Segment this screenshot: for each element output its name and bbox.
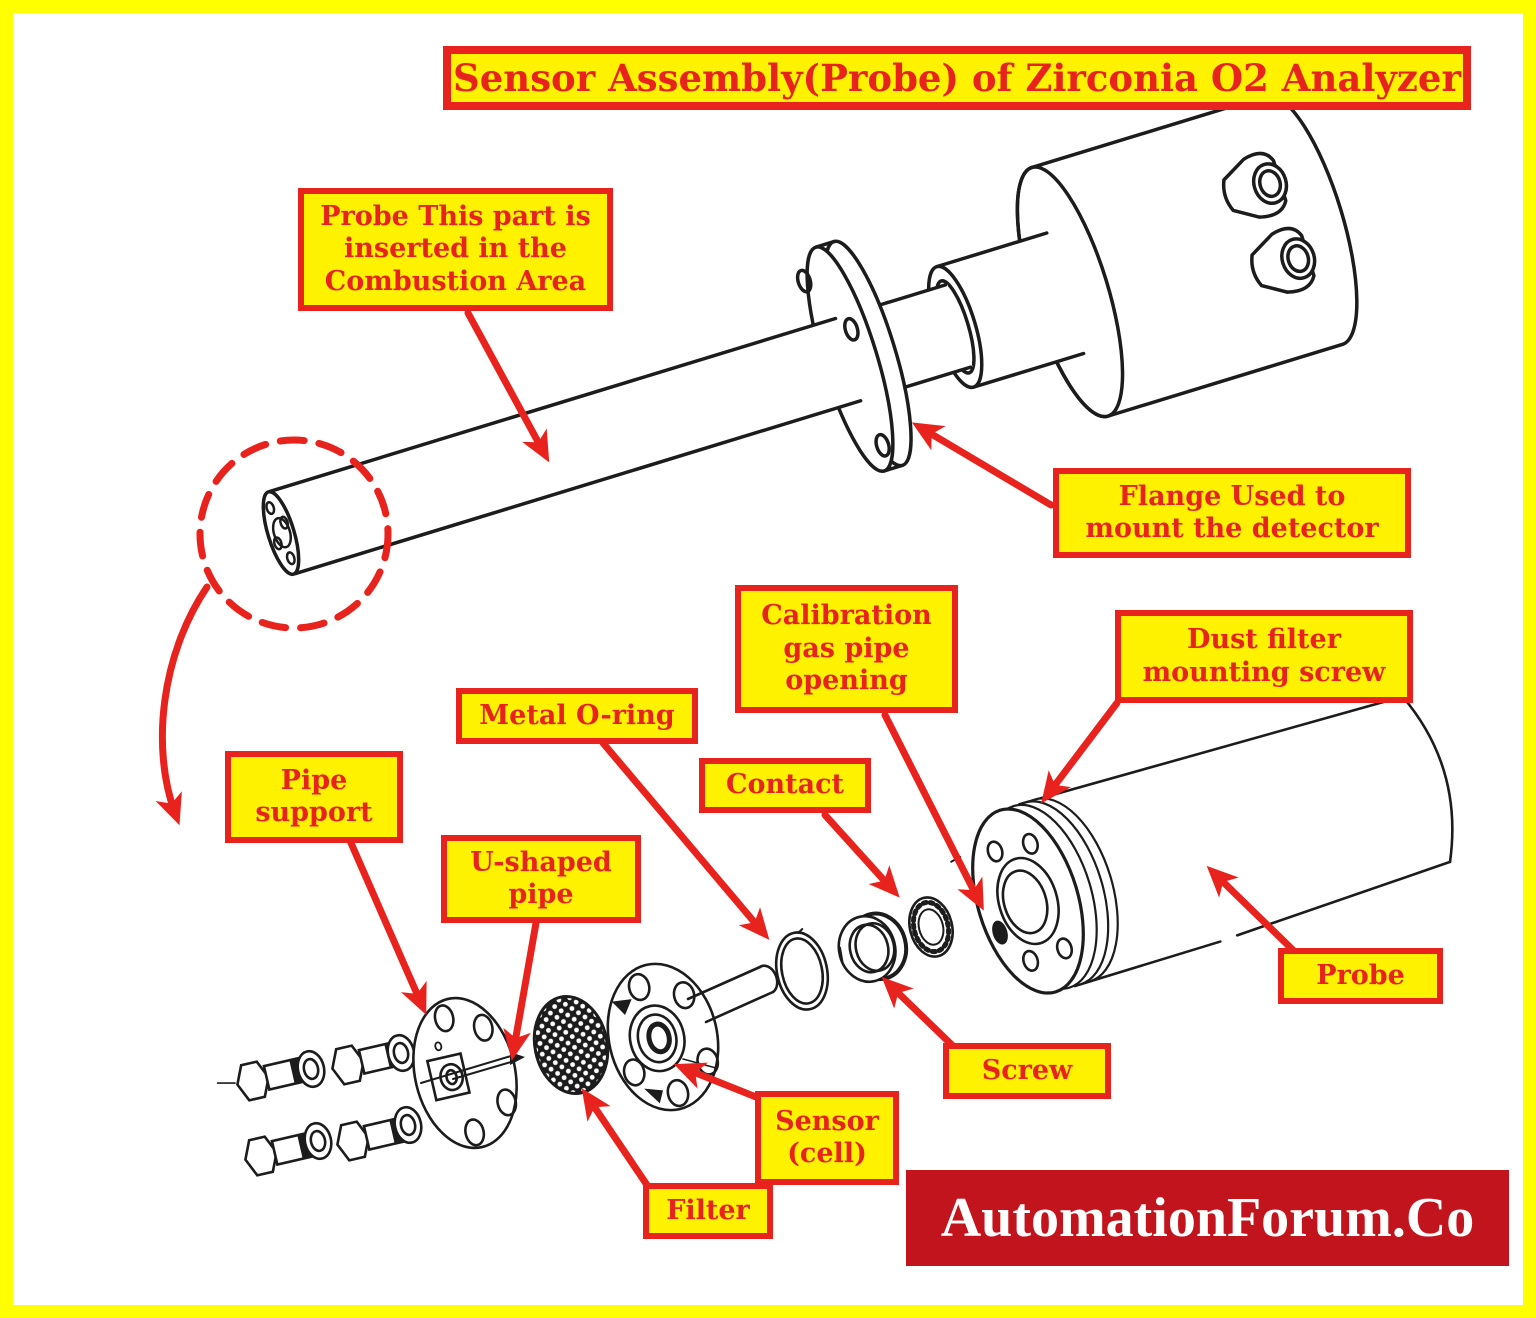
calibration-gas-opening bbox=[992, 920, 1008, 945]
callout-dust-filter: Dust filter mounting screw bbox=[1115, 610, 1413, 703]
arrow-screw bbox=[881, 976, 957, 1050]
filter-mesh bbox=[532, 994, 610, 1096]
probe-tip-face bbox=[261, 489, 301, 577]
metal-o-ring bbox=[774, 928, 830, 1011]
callout-probe: Probe bbox=[1278, 948, 1443, 1004]
callout-metal-oring: Metal O-ring bbox=[456, 688, 698, 744]
pipe-support-disc bbox=[412, 996, 518, 1150]
exploded-probe-cylinder bbox=[950, 695, 1454, 995]
exploded-view-drawing bbox=[216, 695, 1454, 1177]
washer bbox=[393, 1105, 423, 1145]
probe-tube bbox=[268, 316, 863, 576]
arrow-probe-combustion bbox=[464, 309, 550, 463]
detail-dashed-circle bbox=[196, 436, 392, 632]
automationforum-logo: AutomationForum.Co bbox=[906, 1170, 1509, 1266]
probe-assembly-drawing bbox=[261, 93, 1359, 577]
diagram-title: Sensor Assembly(Probe) of Zirconia O2 An… bbox=[443, 46, 1471, 110]
contact-ring bbox=[908, 896, 954, 958]
flange-bolt-hole bbox=[843, 316, 860, 342]
arrow-u-shaped-pipe bbox=[503, 919, 540, 1061]
callout-flange: Flange Used to mount the detector bbox=[1053, 468, 1411, 558]
sensor-cell-disc bbox=[606, 962, 720, 1112]
cable-port-lower bbox=[1250, 226, 1317, 294]
annotation-graphics bbox=[155, 309, 1300, 1189]
arrow-calibration bbox=[881, 711, 984, 911]
arrow-filter bbox=[581, 1088, 651, 1189]
callout-screw: Screw bbox=[943, 1043, 1111, 1099]
washer bbox=[296, 1049, 326, 1089]
screw-ring bbox=[837, 911, 909, 983]
line-art-canvas bbox=[155, 93, 1454, 1189]
callout-sensor-cell: Sensor (cell) bbox=[755, 1091, 899, 1185]
arrow-contact bbox=[821, 811, 900, 898]
callout-u-shaped-pipe: U-shaped pipe bbox=[441, 835, 641, 923]
arrow-sensor-cell bbox=[673, 1062, 765, 1103]
callout-calibration: Calibration gas pipe opening bbox=[735, 585, 958, 713]
arrow-pipe-support bbox=[347, 839, 427, 1015]
callout-probe-combustion: Probe This part is inserted in the Combu… bbox=[298, 188, 613, 311]
callout-pipe-support: Pipe support bbox=[225, 751, 403, 843]
arrow-flange bbox=[911, 422, 1055, 509]
callout-contact: Contact bbox=[699, 758, 871, 813]
washer bbox=[386, 1033, 416, 1073]
arrow-probe bbox=[1206, 865, 1300, 957]
detail-curved-arrow bbox=[155, 583, 211, 826]
probe-head-body bbox=[1015, 93, 1359, 419]
arrow-dust-filter bbox=[1041, 699, 1121, 804]
cable-port-upper bbox=[1221, 151, 1289, 219]
flange-bolt-hole bbox=[795, 268, 813, 294]
washer bbox=[303, 1121, 333, 1161]
callout-filter: Filter bbox=[643, 1183, 773, 1239]
arrow-metal-oring bbox=[599, 739, 770, 940]
flange-bolt-hole bbox=[874, 432, 891, 458]
